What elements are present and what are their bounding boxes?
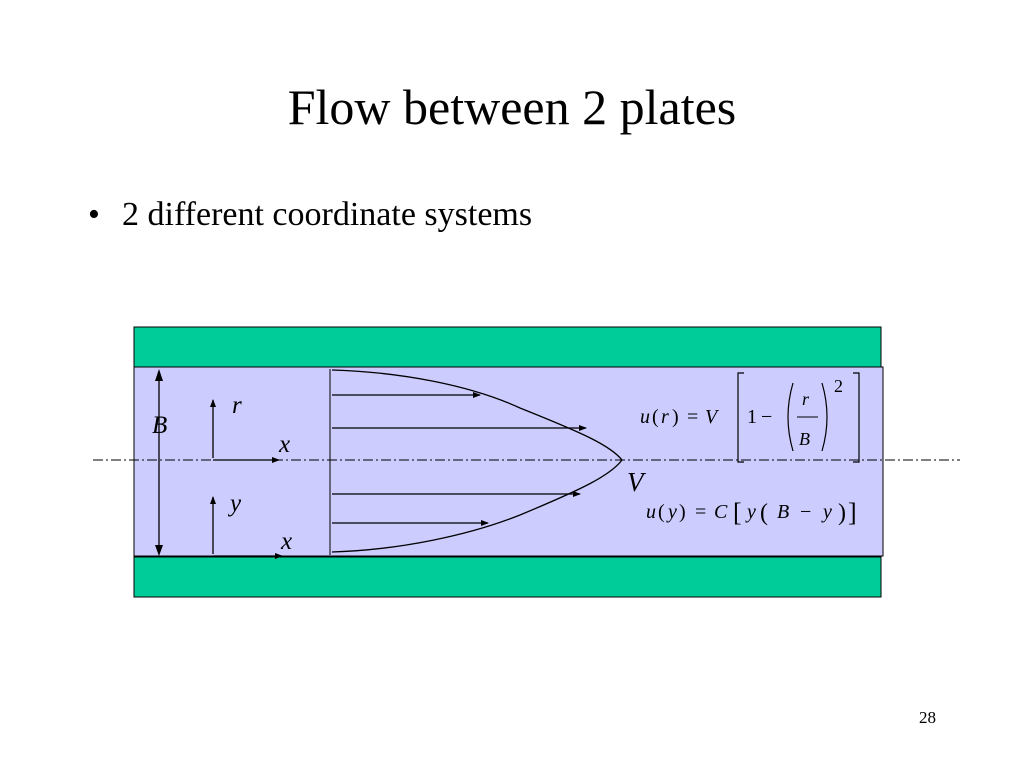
eq-y-minus: − [800,501,811,523]
eq-r-paren-right-large [821,382,828,452]
gap-height-label: B [152,412,167,439]
equation-u-y: u ( y ) = C [ y ( B − y ) ] [646,498,857,527]
bullet-text: 2 different coordinate systems [122,196,533,233]
eq-y-equals: = [695,501,706,523]
eq-r-denominator: B [799,429,810,449]
bottom-plate [133,556,882,598]
eq-r-one: 1 [747,406,757,428]
eq-r-exponent: 2 [834,376,843,396]
eq-y-coef: C [714,501,728,523]
x-axis-lower-label: x [280,528,292,555]
y-axis-label: y [227,490,242,517]
fluid-region [133,366,884,557]
r-axis-label: r [232,392,242,419]
eq-y-inner-paren-close: ) [838,500,846,526]
eq-y-bracket-close: ] [848,498,857,527]
eq-r-var: r [661,406,669,428]
slide-title: Flow between 2 plates [287,79,737,135]
eq-r-lhs: u [640,406,650,428]
x-axis-upper-label: x [278,431,290,458]
page-number: 28 [919,708,936,727]
eq-y-inner-paren-open: ( [760,500,768,526]
eq-r-bracket-right [853,372,860,463]
eq-y-inner-B: B [777,501,789,523]
eq-y-var: y [666,501,677,523]
eq-y-inner-y: y [745,501,756,523]
eq-r-paren-close: ) [672,406,679,428]
eq-r-bracket-left [737,372,744,463]
eq-r-coef: V [705,406,720,428]
eq-y-inner-y2: y [821,501,832,523]
eq-r-numerator: r [802,389,810,409]
bullet-marker: • [88,196,100,233]
eq-r-minus: − [761,406,772,428]
max-velocity-label: V [627,467,647,497]
equation-u-r: u ( r ) = V 1 − r B 2 [640,376,843,449]
top-plate [133,326,882,368]
eq-r-paren-open: ( [652,406,659,428]
eq-y-paren-close: ) [679,501,686,523]
gap-dimension-arrowhead-top [155,369,163,381]
eq-r-paren-left-large [787,382,794,452]
eq-y-paren-open: ( [658,501,665,523]
velocity-profile-curve [331,369,623,553]
eq-y-lhs: u [646,501,656,523]
bullet-item: • 2 different coordinate systems [88,198,532,232]
eq-y-bracket-open: [ [733,498,742,527]
gap-dimension-arrowhead-bottom [155,545,163,556]
eq-r-equals: = [687,406,698,428]
